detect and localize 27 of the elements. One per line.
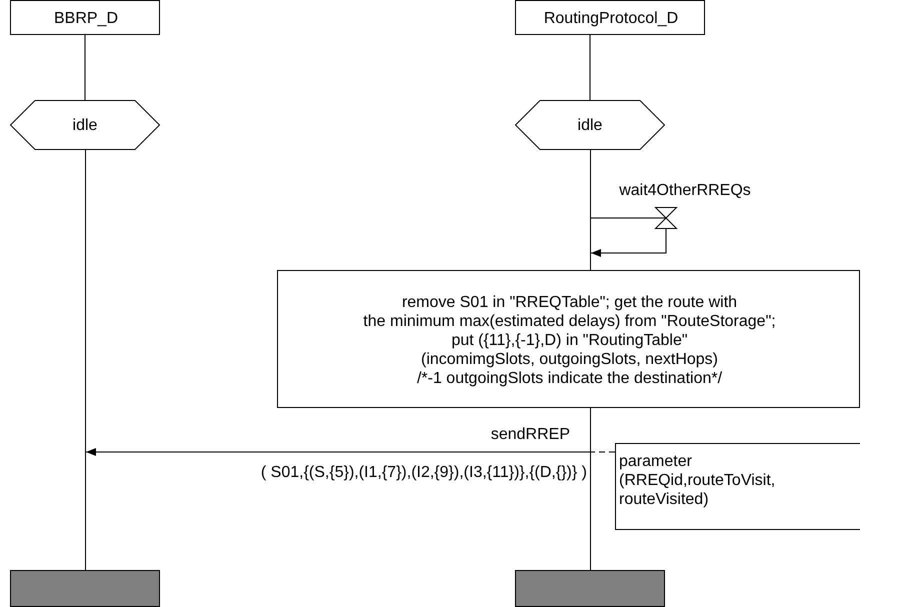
instance-end-bar <box>515 570 665 607</box>
message-parameters: ( S01,{(S,{5}),(I1,{7}),(I2,{9}),(I3,{11})},{(D,{})} ) <box>260 463 587 482</box>
state-name: idle <box>576 116 604 134</box>
comment-text: parameter (RREQid,routeToVisit, routeVisited) <box>619 452 776 509</box>
instance-name: RoutingProtocol_D <box>542 9 680 28</box>
timeout-arrow <box>590 228 666 257</box>
state-name: idle <box>72 116 98 134</box>
comment-box <box>615 443 860 530</box>
state-hexagon <box>515 100 665 150</box>
message-arrow <box>86 448 590 456</box>
instance-head-box <box>10 0 160 35</box>
lifeline <box>85 150 86 570</box>
instance-head-box <box>515 0 705 35</box>
lifeline <box>590 408 591 570</box>
message-name: sendRREP <box>490 425 570 444</box>
instance-end-bar <box>10 570 160 607</box>
action-text-line: (incomimgSlots, outgoingSlots, nextHops) <box>420 350 720 368</box>
instance-name: BBRP_D <box>52 9 120 28</box>
action-box <box>277 270 860 408</box>
action-text-line: the minimum max(estimated delays) from "RouteStorage"; <box>362 312 777 330</box>
lifeline <box>590 150 591 270</box>
timer-name: wait4OtherRREQs <box>618 181 752 200</box>
action-text-line: put ({11},{-1},D) in "RoutingTable" <box>450 330 689 350</box>
action-text-line: /*-1 outgoingSlots indicate the destination*/ <box>416 368 724 388</box>
action-text-line: remove S01 in "RREQTable"; get the route with <box>400 292 738 312</box>
lifeline <box>84 34 86 100</box>
state-hexagon <box>10 100 160 150</box>
